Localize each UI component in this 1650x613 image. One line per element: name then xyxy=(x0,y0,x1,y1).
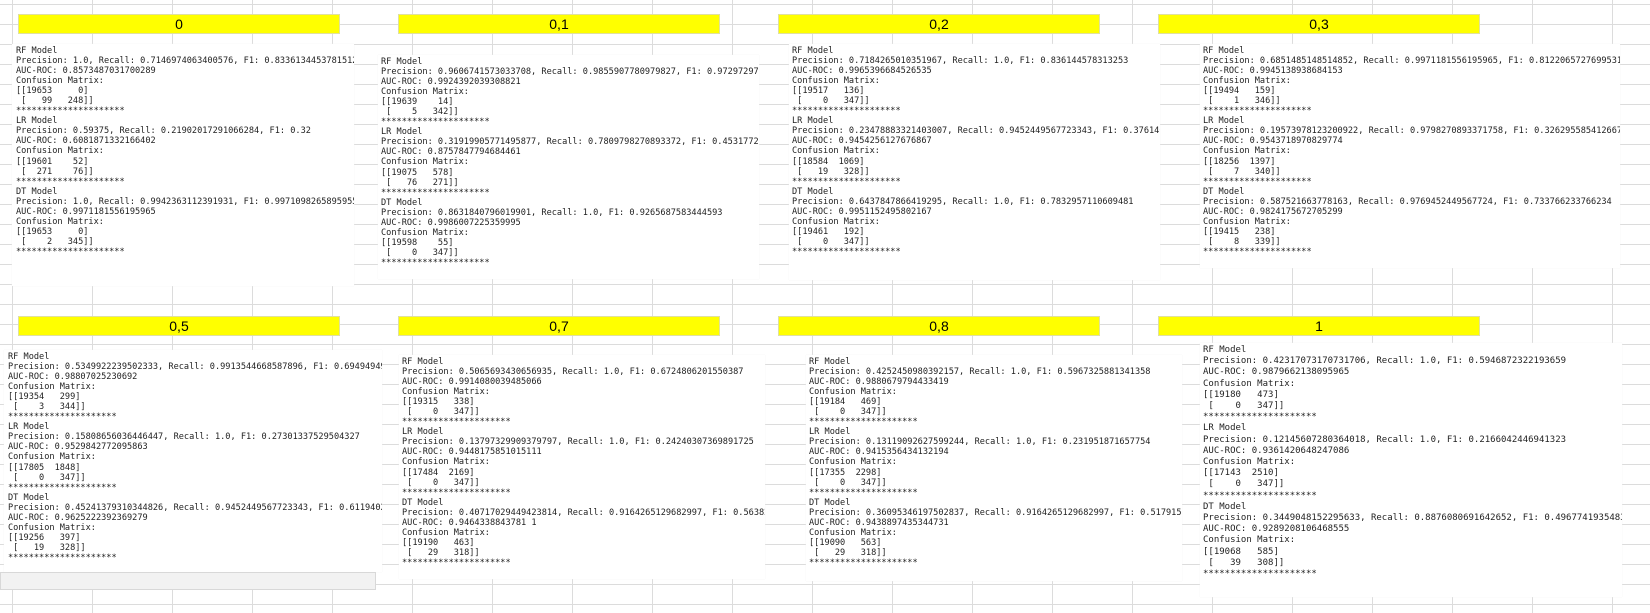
model-results-text: RF Model Precision: 0.4252450980392157, … xyxy=(809,357,1182,568)
output-panel-0-7: RF Model Precision: 0.5065693430656935, … xyxy=(399,355,765,579)
output-panel-1: RF Model Precision: 0.42317073170731706,… xyxy=(1200,343,1622,597)
output-panel-0-3: RF Model Precision: 0.6851485148514852, … xyxy=(1200,44,1620,268)
cell-input-box[interactable] xyxy=(0,572,376,590)
model-results-text: RF Model Precision: 0.7184265010351967, … xyxy=(792,46,1160,257)
output-panel-0-2: RF Model Precision: 0.7184265010351967, … xyxy=(789,44,1160,280)
header-cell-0-5[interactable]: 0,5 xyxy=(18,316,340,336)
model-results-text: RF Model Precision: 0.9606741573033708, … xyxy=(381,57,759,268)
header-cell-0-7[interactable]: 0,7 xyxy=(398,316,720,336)
output-panel-0-1: RF Model Precision: 0.9606741573033708, … xyxy=(378,55,759,279)
output-panel-0: RF Model Precision: 1.0, Recall: 0.71469… xyxy=(12,44,354,286)
header-cell-0-3[interactable]: 0,3 xyxy=(1158,14,1480,34)
header-cell-0[interactable]: 0 xyxy=(18,14,340,34)
header-cell-1[interactable]: 1 xyxy=(1158,316,1480,336)
output-panel-0-8: RF Model Precision: 0.4252450980392157, … xyxy=(806,355,1182,581)
model-results-text: RF Model Precision: 0.42317073170731706,… xyxy=(1203,345,1622,580)
header-cell-0-2[interactable]: 0,2 xyxy=(778,14,1100,34)
output-panel-0-5: RF Model Precision: 0.5349922239502333, … xyxy=(4,350,382,572)
model-results-text: RF Model Precision: 1.0, Recall: 0.71469… xyxy=(16,46,354,257)
header-cell-0-1[interactable]: 0,1 xyxy=(398,14,720,34)
header-cell-0-8[interactable]: 0,8 xyxy=(778,316,1100,336)
model-results-text: RF Model Precision: 0.6851485148514852, … xyxy=(1203,46,1620,257)
model-results-text: RF Model Precision: 0.5349922239502333, … xyxy=(8,352,382,563)
model-results-text: RF Model Precision: 0.5065693430656935, … xyxy=(402,357,765,568)
